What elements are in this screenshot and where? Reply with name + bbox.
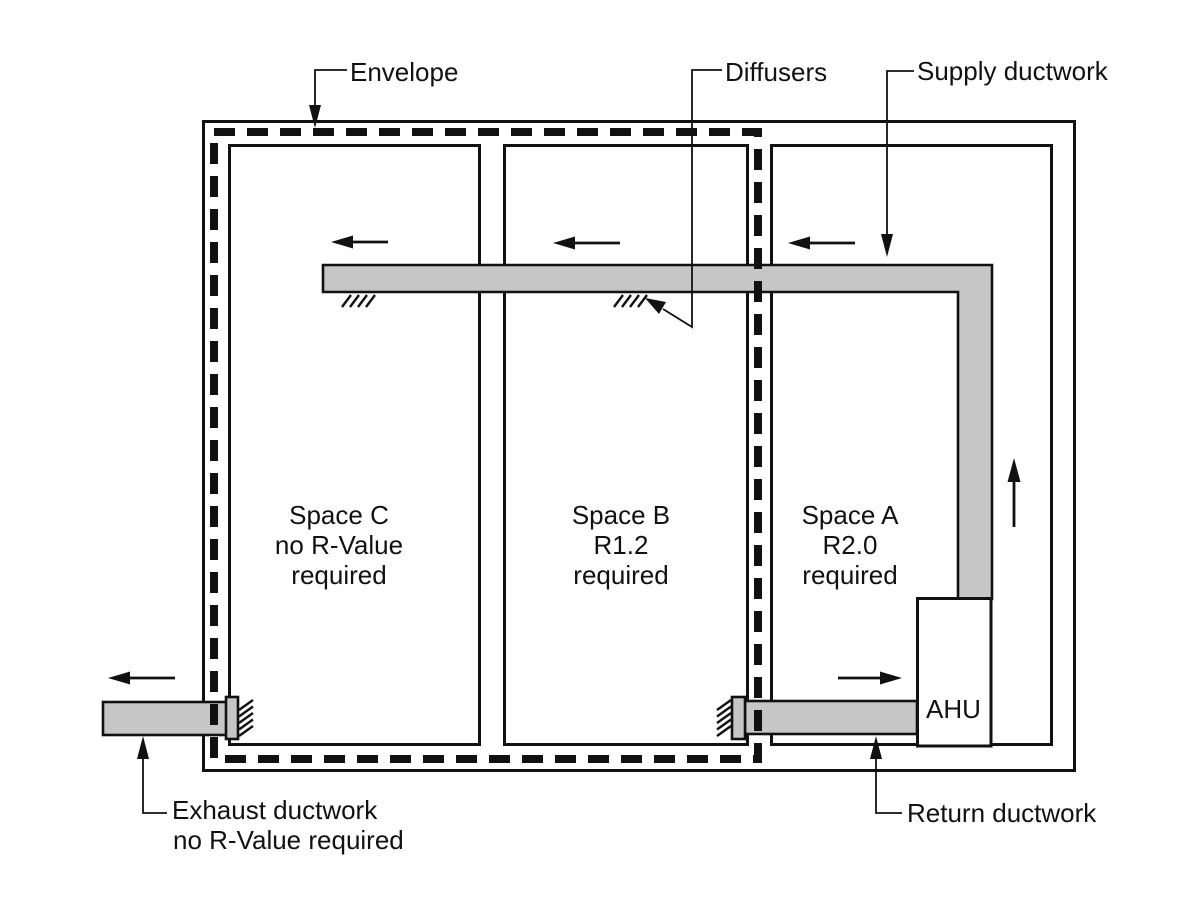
- space-b-label: Space B R1.2 required: [572, 500, 670, 590]
- space-a-label: Space A R2.0 required: [802, 500, 900, 590]
- envelope-dashed-line: [210, 128, 762, 763]
- diffuser-hatch-space-b: [613, 294, 648, 308]
- airflow-arrow-exhaust: [108, 671, 175, 685]
- supply-leader-arrow: [881, 70, 914, 257]
- diffusers-leader-arrow: [645, 69, 722, 329]
- exhaust-leader-arrow: [137, 736, 167, 814]
- space-c-rvalue: no R-Value: [275, 530, 403, 560]
- space-a-rvalue: R2.0: [823, 530, 878, 560]
- space-c-required: required: [291, 560, 386, 590]
- space-b-room: [503, 144, 749, 746]
- return-grille: [730, 695, 747, 741]
- ahu-box: [916, 597, 993, 748]
- airflow-arrow-return: [838, 671, 902, 685]
- exhaust-grille-hatch: [238, 699, 254, 737]
- space-b-name: Space B: [572, 500, 670, 530]
- supply-ductwork-label: Supply ductwork: [917, 56, 1109, 86]
- return-duct: [743, 699, 919, 736]
- space-a-name: Space A: [802, 500, 900, 530]
- ahu-label: AHU: [926, 694, 981, 724]
- exhaust-label-line2: no R-Value required: [173, 825, 404, 855]
- diffuser-hatch-space-c: [341, 294, 376, 308]
- building-outline: [202, 120, 1076, 772]
- airflow-arrow-space-c: [331, 235, 388, 249]
- space-c-name: Space C: [289, 500, 389, 530]
- airflow-arrow-supply-riser: [1007, 458, 1021, 527]
- airflow-arrow-space-a: [788, 236, 855, 250]
- exhaust-label-line1: Exhaust ductwork: [172, 795, 378, 825]
- exhaust-duct: [101, 700, 229, 737]
- space-a-required: required: [802, 560, 897, 590]
- space-b-rvalue: R1.2: [594, 530, 649, 560]
- exhaust-grille: [224, 695, 240, 741]
- space-c-label: Space C no R-Value required: [275, 500, 403, 590]
- envelope-leader-arrow: [309, 69, 347, 128]
- exhaust-ductwork-label: Exhaust ductwork no R-Value required: [172, 795, 404, 855]
- return-grille-hatch: [716, 699, 732, 737]
- envelope-label: Envelope: [350, 57, 458, 87]
- space-a-room: [770, 144, 1053, 746]
- return-leader-arrow: [870, 736, 902, 814]
- diffusers-label: Diffusers: [725, 57, 827, 87]
- space-b-required: required: [573, 560, 668, 590]
- return-ductwork-label: Return ductwork: [907, 798, 1097, 828]
- airflow-arrow-space-b: [553, 236, 620, 250]
- space-c-room: [228, 144, 481, 746]
